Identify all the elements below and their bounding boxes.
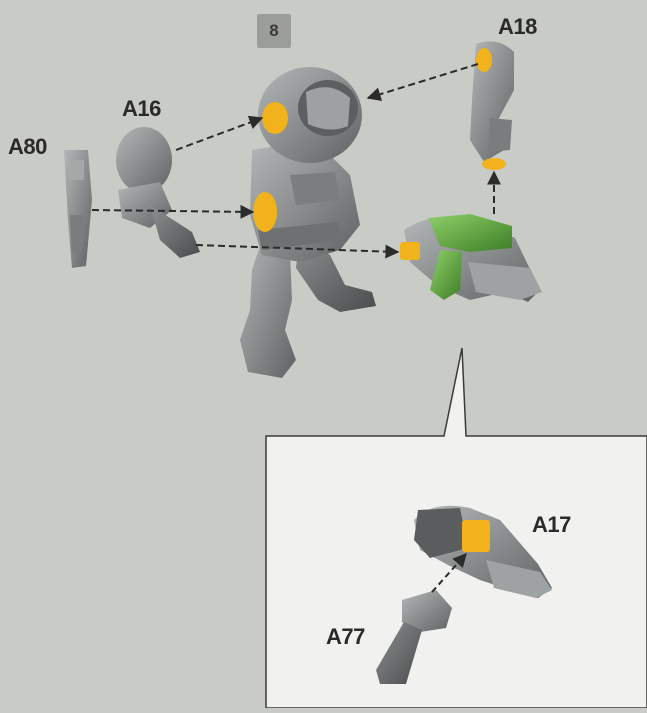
arrow-a80-to-shoulder: [92, 210, 253, 212]
glue-point-a18-bottom: [482, 158, 506, 170]
glue-point-weapon: [400, 242, 420, 260]
label-a77: A77: [326, 624, 365, 650]
label-a16: A16: [122, 96, 161, 122]
label-a80: A80: [8, 134, 47, 160]
part-a18: [470, 41, 514, 170]
main-figure: [240, 67, 376, 378]
label-a17: A17: [532, 512, 571, 538]
glue-point-head: [262, 102, 288, 134]
glue-point-shoulder: [253, 192, 277, 232]
weapon-assembly: [400, 214, 542, 302]
glue-point-a18-top: [476, 48, 492, 72]
arrow-a18-to-helmet: [368, 64, 478, 98]
label-a18: A18: [498, 14, 537, 40]
glue-point-a17: [462, 520, 490, 552]
arrow-a16-to-head: [176, 118, 262, 150]
inset-panel: [266, 348, 647, 708]
part-a80: [64, 150, 92, 268]
step-number-badge: 8: [257, 14, 291, 48]
